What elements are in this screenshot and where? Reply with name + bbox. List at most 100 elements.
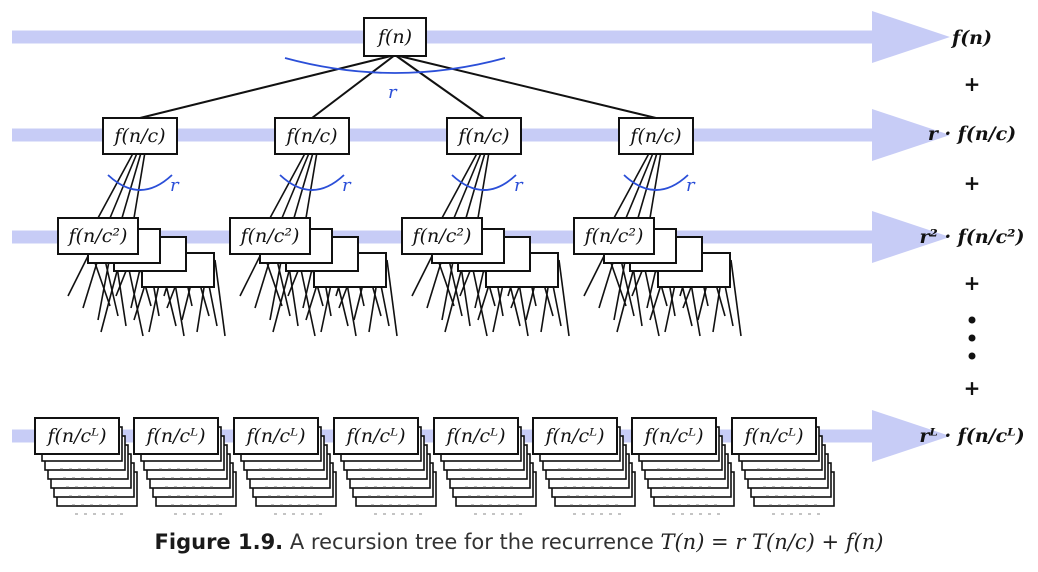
edge-l2-fan [67,255,89,297]
leaf-node-3-box [333,417,419,455]
level-sums: f(n) r · f(n/c) r² · f(n/c²) rᴸ · f(n/cᴸ) + +… [919,27,1024,447]
edge-l2-fan [386,259,398,337]
level1-node-3-box [618,117,694,155]
edge-l2-fan [97,255,111,321]
branch-arc-3-r-label: r [686,175,696,196]
plus-sign-2: + [964,271,981,295]
root-branch-arc-r-label: r [388,82,398,103]
edge-l1-child [121,153,142,219]
level2-node-3: f(n/c²) [573,217,655,255]
leaf-node-7-label: f(n/cᴸ) [742,425,803,447]
leaf-node-0: f(n/cᴸ) [34,417,120,455]
edge-root-child [311,54,396,119]
leaf-node-2-label: f(n/cᴸ) [244,425,305,447]
branch-arc-0 [107,174,173,191]
leaf-node-0-box [34,417,120,455]
edge-l2-fan [441,255,455,321]
level2-node-1: f(n/c²) [229,217,311,255]
edge-l2-fan [426,255,444,309]
branch-arc-1-r-label: r [342,175,352,196]
edge-l2-fan [298,259,316,337]
edge-l2-fan [239,255,261,297]
edge-l2-fan [642,259,660,337]
edge-root-child [139,54,396,119]
edge-l1-child [133,153,146,219]
ellipsis-dot [968,352,976,360]
level2-node-1-label: f(n/c²) [239,225,300,247]
edge-l2-fan [214,259,226,337]
edge-l1-child [293,153,314,219]
level1-node-3-label: f(n/c) [628,125,681,147]
leaf-node-3: f(n/cᴸ) [333,417,419,455]
leaf-node-5-box [532,417,618,455]
level1-node-0: f(n/c) [102,117,178,155]
edge-l1-child [465,153,486,219]
branch-arc-2-r-label: r [514,175,524,196]
level-sum-2: r² · f(n/c²) [920,226,1025,248]
edge-l2-fan [583,255,605,297]
level1-node-0-label: f(n/c) [112,125,165,147]
root-branch-arc [284,57,506,74]
leaf-node-1-box [133,417,219,455]
level-sum-3: rᴸ · f(n/cᴸ) [919,425,1024,447]
edge-root-child [394,54,657,119]
level2-node-2-label: f(n/c²) [411,225,472,247]
edge-l2-fan [82,255,100,309]
leaf-node-2-box [233,417,319,455]
edge-l2-fan [613,255,627,321]
edge-l1-child [613,153,650,219]
level2-node-3-label: f(n/c²) [583,225,644,247]
level1-node-1-label: f(n/c) [284,125,337,147]
leaf-node-5: f(n/cᴸ) [532,417,618,455]
edge-l1-child [305,153,318,219]
leaf-node-6-box [631,417,717,455]
figure-caption: Figure 1.9. A recursion tree for the rec… [0,530,1038,554]
branching-arcs: r r r r r [107,57,696,196]
level-sum-1: r · f(n/c) [928,123,1016,145]
leaf-node-3-label: f(n/cᴸ) [344,425,405,447]
leaf-node-5-label: f(n/cᴸ) [543,425,604,447]
edge-l2-fan [265,259,283,307]
level1-node-2: f(n/c) [446,117,522,155]
plus-sign-1: + [964,171,981,195]
leaf-node-1: f(n/cᴸ) [133,417,219,455]
tree-edges [67,54,742,337]
edge-root-child [394,54,485,119]
branch-arc-0-r-label: r [170,175,180,196]
edge-l2-fan [470,259,488,337]
caption-text: A recursion tree for the recurrence [289,530,654,554]
branch-arc-2 [451,174,517,191]
leaf-node-4-box [433,417,519,455]
level2-node-0-label: f(n/c²) [67,225,128,247]
edge-l1-child [649,153,662,219]
edge-l1-child [97,153,134,219]
caption-math: T(n) = r T(n/c) + f(n) [660,530,884,554]
level2-node-0-box [57,217,139,255]
leaf-node-7: f(n/cᴸ) [731,417,817,455]
edge-l2-fan [269,255,283,321]
edge-l1-child [477,153,490,219]
root-node-label: f(n) [376,26,412,48]
level1-node-1: f(n/c) [274,117,350,155]
edge-l1-child [441,153,478,219]
edge-l2-fan [254,255,272,309]
root-node-box [363,17,427,57]
level2-node-2-box [401,217,483,255]
level1-node-0-box [102,117,178,155]
tree-nodes: f(n) f(n/c) f(n/c²) f(n/c) f(n/c²) f(n/c) f(n/… [34,17,835,515]
level1-node-3: f(n/c) [618,117,694,155]
ellipsis-dot [968,334,976,342]
plus-sign-0: + [964,72,981,96]
level1-node-2-box [446,117,522,155]
edge-l2-fan [437,259,455,307]
leaf-node-2: f(n/cᴸ) [233,417,319,455]
level-sum-0: f(n) [950,27,992,49]
edge-l2-fan [598,255,616,309]
edge-l1-child [269,153,306,219]
level1-node-1-box [274,117,350,155]
leaf-node-4-label: f(n/cᴸ) [444,425,505,447]
leaf-node-6: f(n/cᴸ) [631,417,717,455]
leaf-node-7-box [731,417,817,455]
root-node: f(n) [363,17,427,57]
plus-sign-3: + [964,376,981,400]
